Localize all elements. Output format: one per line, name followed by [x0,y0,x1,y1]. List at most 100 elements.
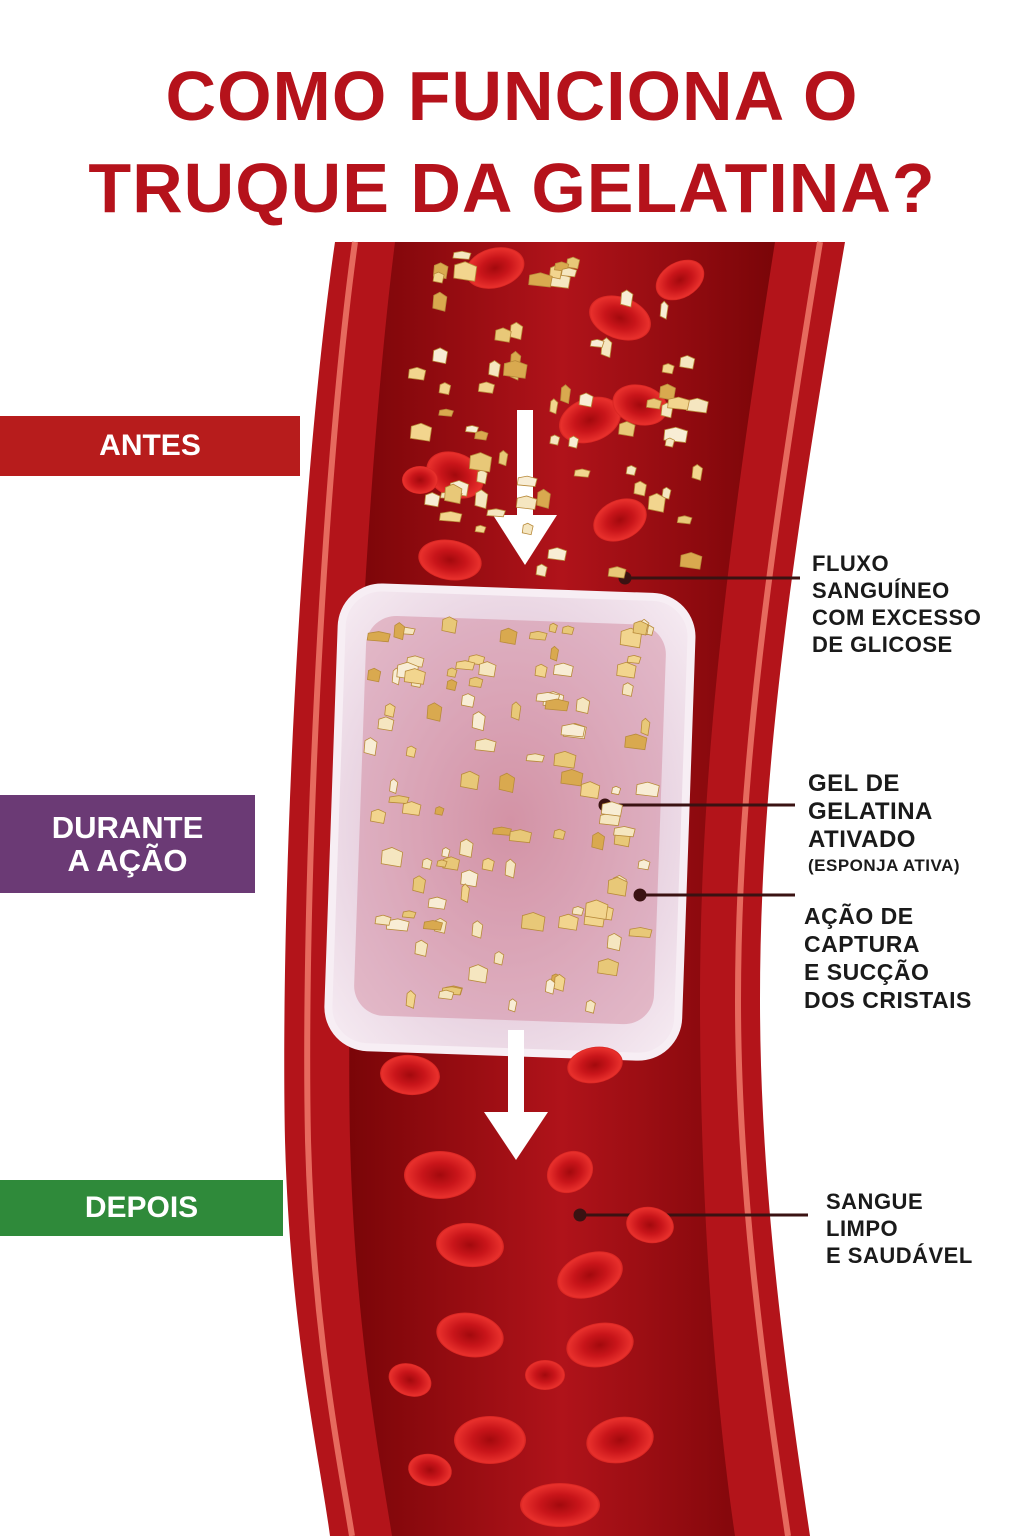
glucose-crystal [471,711,486,732]
glucose-crystal [455,660,476,671]
glucose-crystal [474,489,489,510]
glucose-crystal [589,339,605,348]
glucose-crystal [515,495,538,510]
glucose-crystal [508,998,518,1013]
glucose-crystal [637,859,651,871]
glucose-crystal [553,662,574,677]
annotation-clean-line: E SAUDÁVEL [826,1243,973,1268]
glucose-crystal [632,620,649,636]
glucose-crystal [600,801,623,817]
red-blood-cell [559,396,621,444]
glucose-crystal [441,847,451,859]
glucose-crystal [432,291,448,312]
glucose-crystal [659,300,669,320]
glucose-crystal [535,563,548,578]
glucose-crystal [560,723,586,738]
glucose-crystal [401,801,422,816]
glucose-crystal [647,492,666,513]
glucose-crystal [388,795,410,804]
glucose-crystal [550,645,559,662]
glucose-crystal [389,778,399,794]
glucose-crystal [611,785,622,796]
glucose-crystal [625,465,637,476]
red-blood-cell [586,1416,654,1464]
glucose-crystal [521,912,546,932]
glucose-crystal [494,327,512,343]
glucose-crystal [528,630,548,641]
glucose-crystal [499,627,518,645]
glucose-crystals [363,250,709,1014]
glucose-crystal [620,289,634,308]
glucose-crystal [509,321,524,341]
glucose-crystal [545,978,556,995]
glucose-crystal [468,676,484,688]
red-blood-cell [655,259,705,301]
down-arrow-top [493,410,557,565]
stage-after-band: DEPOIS [0,1180,283,1236]
page-title-line-2: TRUQUE DA GELATINA? [88,149,936,227]
glucose-crystal [561,625,575,635]
annotation-clean-line: SANGUE [826,1189,924,1214]
red-blood-cell [566,1322,634,1368]
glucose-crystal [442,856,460,871]
glucose-crystal [621,682,634,697]
glucose-crystal [452,250,472,260]
glucose-crystal [384,703,396,718]
annotation-flow-line: SANGUÍNEO [812,578,950,603]
glucose-crystal [488,360,501,378]
glucose-crystal [474,738,497,753]
glucose-crystal [508,829,532,844]
glucose-crystal [460,883,470,903]
glucose-crystal [414,939,429,957]
stage-after-label: DEPOIS [84,1190,199,1224]
glucose-crystal [476,469,488,485]
stage-before-band: ANTES [0,416,300,476]
glucose-crystal [438,989,455,1000]
glucose-crystal [432,271,445,284]
glucose-crystal [436,859,448,868]
glucose-crystal [591,831,605,851]
stage-during-label-2: A AÇÃO [67,843,188,878]
glucose-crystal [393,622,406,641]
red-blood-cell [612,384,668,426]
glucose-crystal [471,920,484,939]
red-blood-cell [402,466,438,494]
annotation-clean-line: LIMPO [826,1216,899,1241]
glucose-crystal [366,631,391,643]
glucose-crystal [421,857,433,870]
glucose-crystal [553,973,566,992]
glucose-crystal [422,920,444,931]
glucose-crystal [460,869,479,888]
glucose-crystal [438,382,452,396]
annotation-flow-line: COM EXCESSO [812,605,982,630]
glucose-crystal [469,452,493,473]
red-blood-cell [525,1360,565,1390]
glucose-crystal [525,753,545,763]
glucose-crystal [498,772,516,793]
glucose-crystal [367,667,382,683]
glucose-crystal [477,381,495,394]
glucose-crystal [571,906,585,916]
red-blood-cell [465,247,525,289]
annotation-capture-line: E SUCÇÃO [804,959,930,985]
glucose-crystal [468,964,489,984]
glucose-crystal [553,828,566,840]
glucose-crystal [374,914,392,926]
glucose-crystal [566,256,581,270]
red-blood-cell [380,1054,440,1096]
glucose-crystal [453,261,478,282]
glucose-crystal [553,750,577,769]
glucose-crystal [536,488,551,509]
red-blood-cell [404,1151,476,1199]
glucose-crystal [493,951,505,966]
glucose-crystal [606,932,622,952]
glucose-crystal [401,910,417,919]
glucose-crystal [516,475,538,488]
glucose-crystal [679,552,703,570]
callout-lines [573,571,808,1222]
glucose-crystal [534,663,548,678]
glucose-crystal [409,422,433,442]
glucose-crystal [444,483,463,505]
glucose-crystal [427,896,447,910]
glucose-crystal [667,396,690,411]
